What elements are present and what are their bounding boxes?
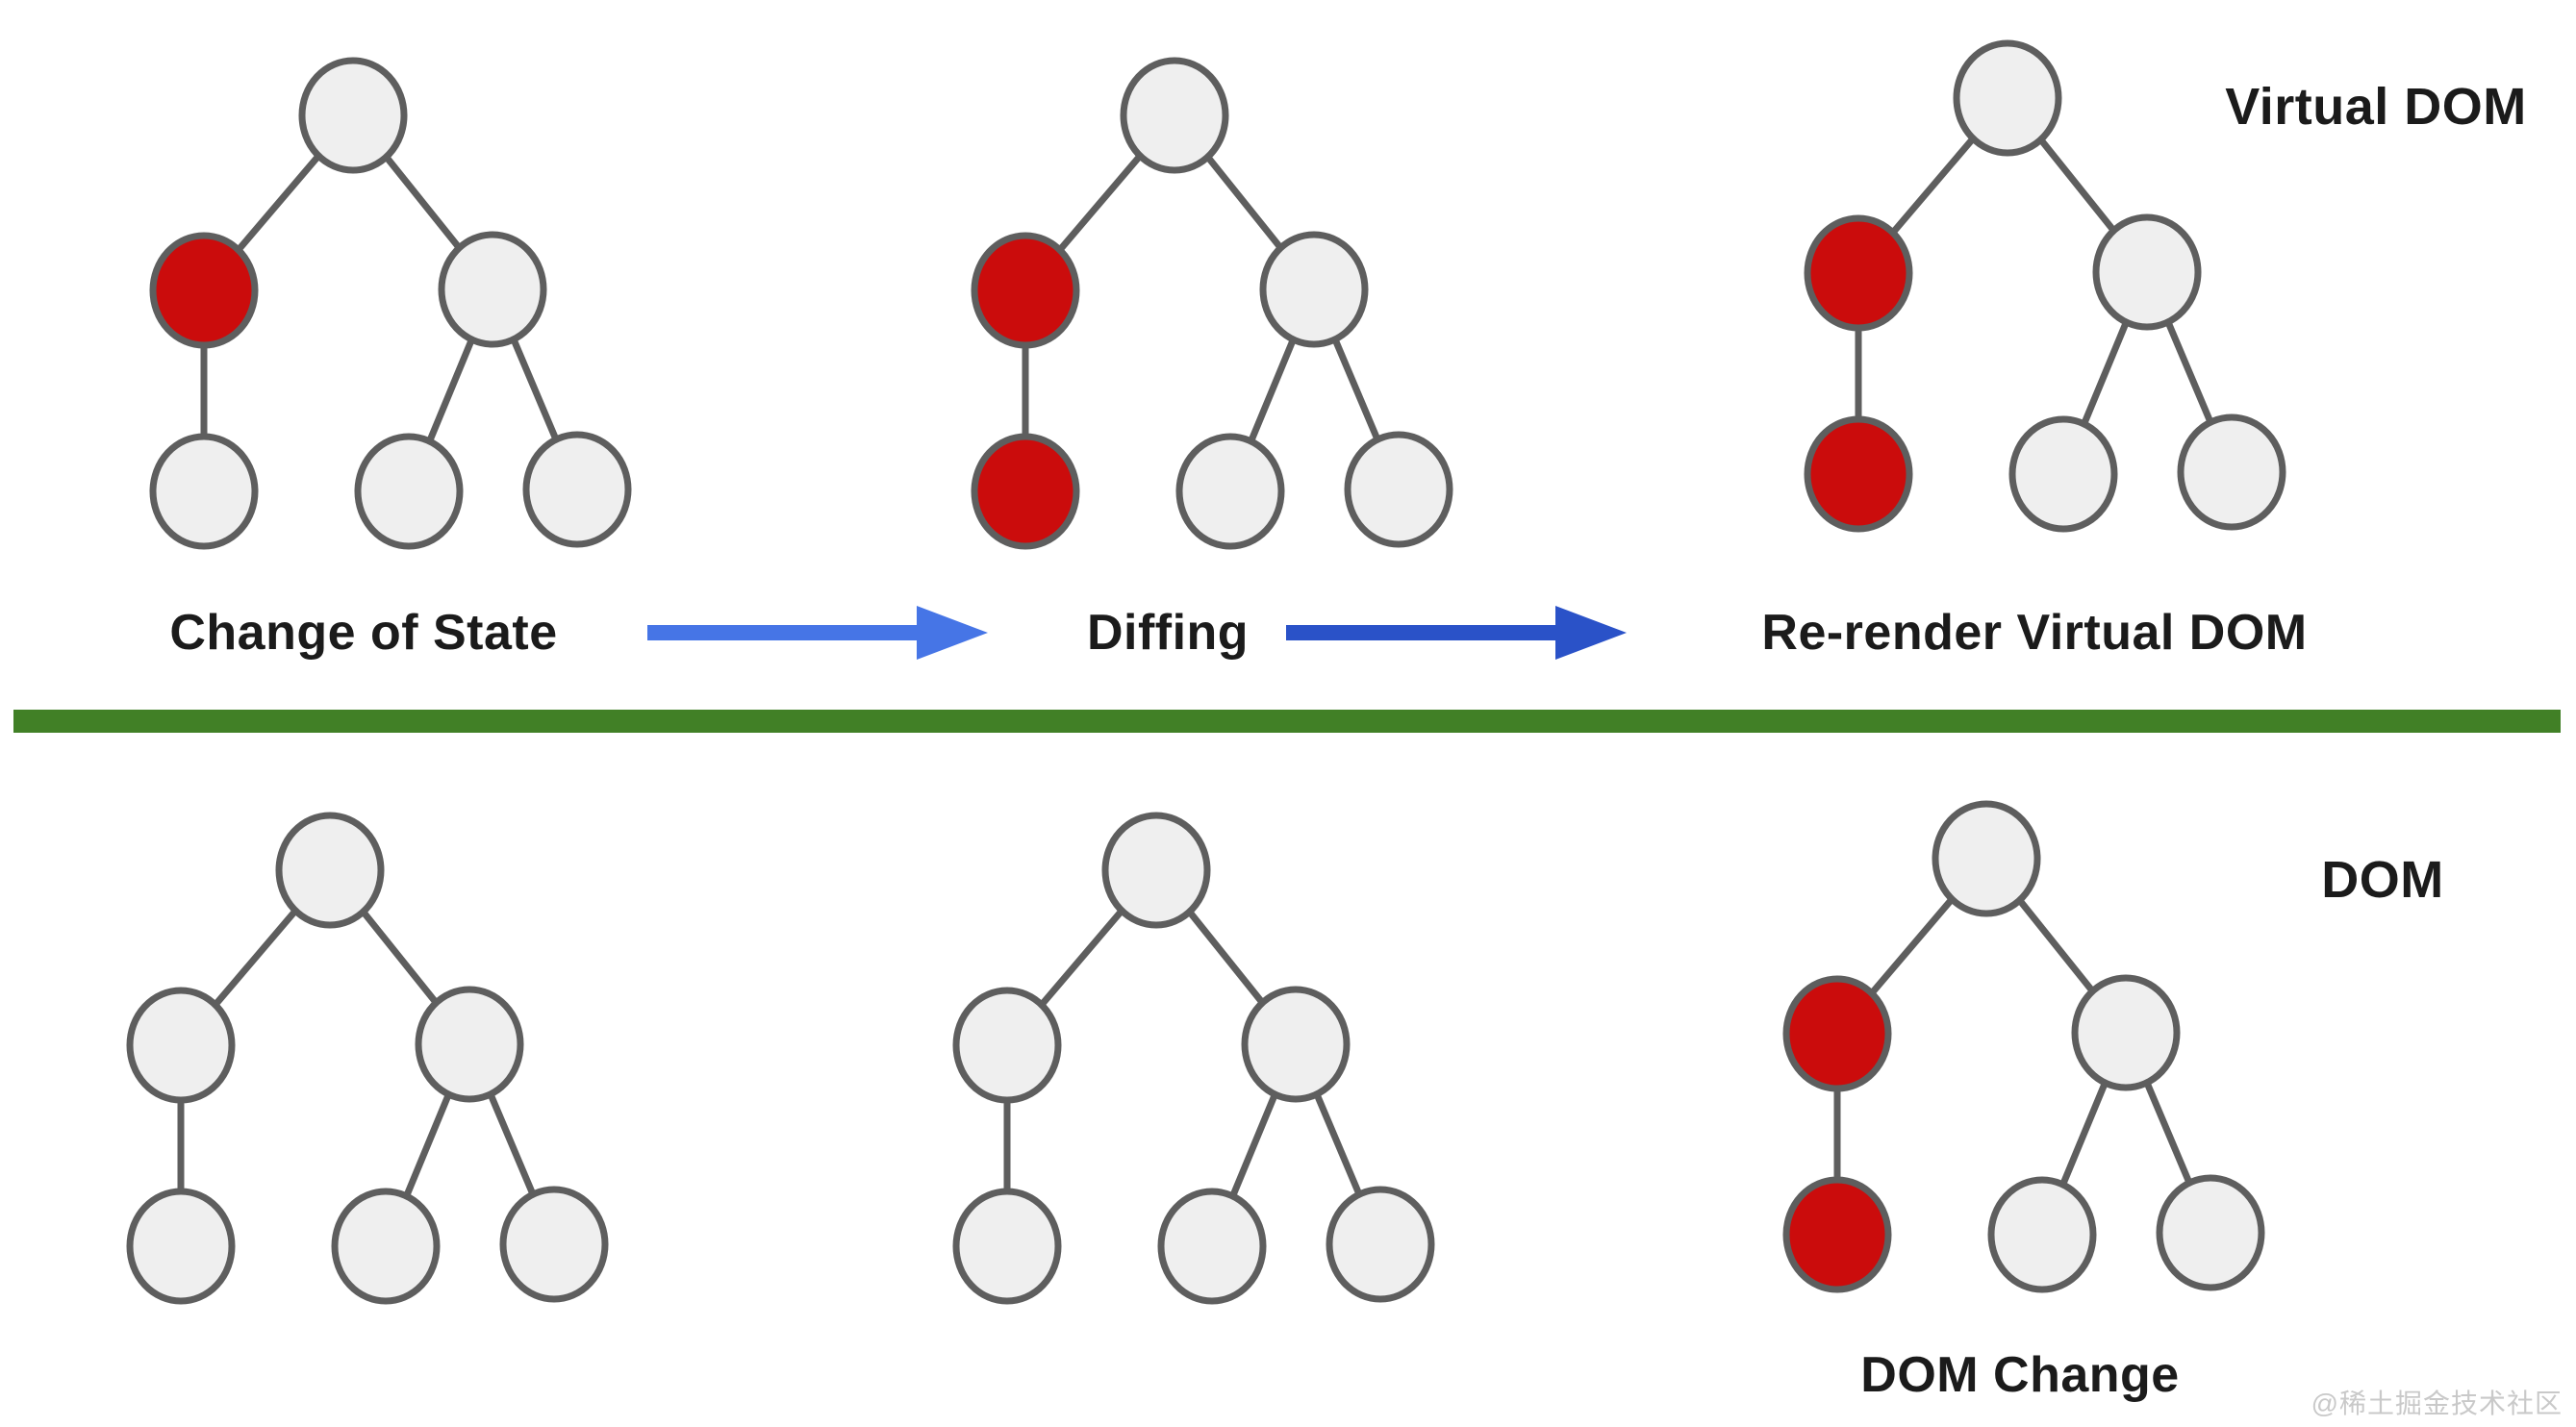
tree-node-default — [438, 231, 547, 348]
arrow-shape — [647, 606, 988, 660]
tree-node-default — [1120, 57, 1229, 174]
tree-node-changed — [971, 232, 1080, 349]
tree-node-changed — [1804, 415, 1913, 533]
watermark: @稀土掘金技术社区 — [2311, 1389, 2563, 1418]
tree-node-default — [149, 433, 259, 550]
tree-node-default — [1326, 1186, 1435, 1303]
virtual-dom-title: Virtual DOM — [2225, 78, 2527, 136]
tree-node-default — [126, 987, 236, 1104]
tree-dom-before-1 — [126, 812, 609, 1305]
tree-dom-before-2 — [952, 812, 1435, 1305]
label-dom-change: DOM Change — [1860, 1347, 2180, 1403]
tree-node-default — [331, 1188, 441, 1305]
tree-node-changed — [1782, 975, 1892, 1092]
tree-node-default — [522, 431, 632, 548]
arrow-shape — [1286, 606, 1627, 660]
tree-node-changed — [1782, 1176, 1892, 1293]
tree-node-default — [1175, 433, 1285, 550]
tree-node-default — [1987, 1176, 2097, 1293]
tree-node-default — [499, 1186, 609, 1303]
tree-node-default — [1259, 231, 1369, 348]
tree-node-default — [298, 57, 408, 174]
tree-node-default — [1953, 39, 2062, 157]
tree-node-default — [275, 812, 385, 929]
tree-node-default — [415, 986, 524, 1103]
arrow-diffing-to-rerender-icon — [1286, 606, 1627, 660]
tree-node-default — [126, 1188, 236, 1305]
tree-vdom-diffing — [971, 57, 1453, 550]
tree-node-changed — [971, 433, 1080, 550]
arrow-state-to-diffing-icon — [647, 606, 988, 660]
tree-node-default — [1932, 800, 2041, 917]
dom-title: DOM — [2321, 851, 2444, 909]
tree-node-default — [2156, 1174, 2265, 1291]
tree-node-default — [952, 987, 1062, 1104]
tree-vdom-change-of-state — [149, 57, 632, 550]
tree-node-default — [2177, 413, 2286, 531]
tree-node-default — [354, 433, 464, 550]
tree-node-default — [1241, 986, 1351, 1103]
tree-node-changed — [149, 232, 259, 349]
tree-node-default — [2008, 415, 2118, 533]
tree-dom-changed — [1782, 800, 2265, 1293]
label-change-of-state: Change of State — [169, 605, 558, 661]
tree-node-default — [952, 1188, 1062, 1305]
tree-node-default — [1157, 1188, 1267, 1305]
tree-node-default — [1101, 812, 1211, 929]
tree-node-default — [2071, 974, 2181, 1091]
tree-node-default — [2092, 213, 2202, 331]
tree-node-default — [1344, 431, 1453, 548]
section-divider — [13, 710, 2561, 733]
tree-node-changed — [1804, 214, 1913, 332]
tree-vdom-rerender — [1804, 39, 2286, 533]
label-rerender-virtual-dom: Re-render Virtual DOM — [1761, 605, 2308, 661]
label-diffing: Diffing — [1086, 605, 1250, 661]
